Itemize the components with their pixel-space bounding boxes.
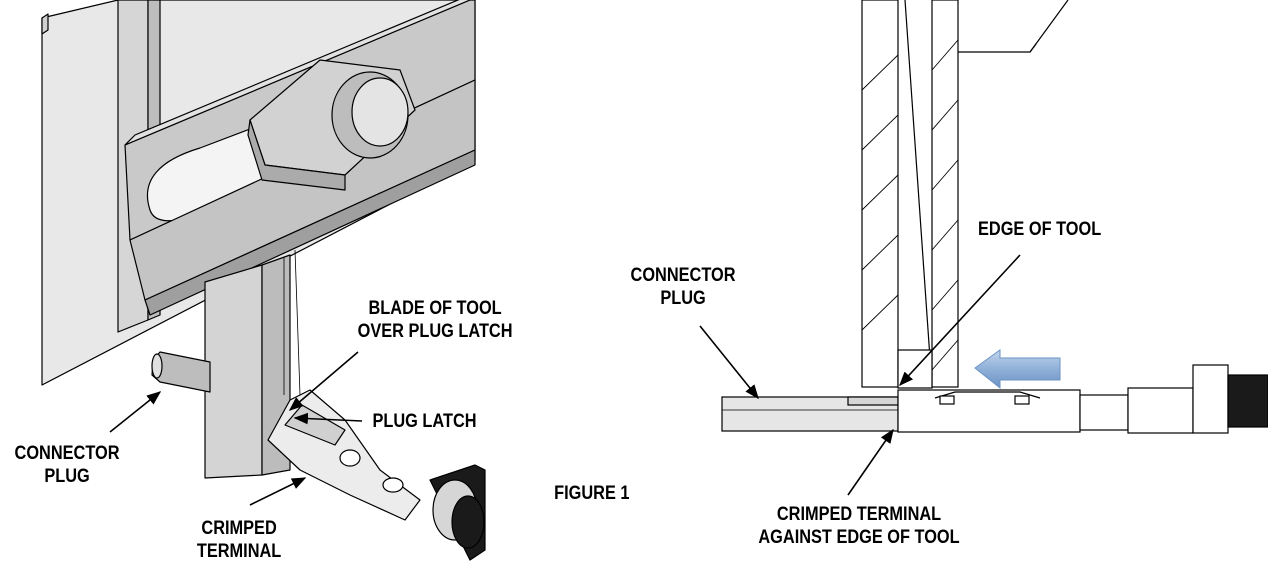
hex-nut-side [247,119,346,191]
label-crimped-terminal-left-line2: TERMINAL [196,541,282,562]
label-edge-of-tool-text: EDGE OF TOOL [978,219,1102,240]
leader-connector-plug-left [109,391,162,433]
left-leaders [109,351,363,506]
cable-right [1227,374,1268,428]
tool-body-top-edge [41,13,49,35]
label-plug-latch: PLUG LATCH [372,410,476,433]
leader-blade [288,351,359,411]
label-blade-line2: OVER PLUG LATCH [357,321,513,342]
label-connector-plug-left-line1: CONNECTOR [14,443,120,464]
label-connector-plug-left: CONNECTOR PLUG [15,442,120,488]
label-connector-plug-right-line2: PLUG [660,288,706,309]
leader-crimped-terminal-left [249,477,307,506]
label-connector-plug-right: CONNECTOR PLUG [631,264,736,310]
slot-block-top [124,0,471,146]
tool-wall-left [861,0,899,388]
label-crimped-terminal-right-line2: AGAINST EDGE OF TOOL [758,527,960,548]
label-edge-of-tool: EDGE OF TOOL [978,218,1101,241]
nut-boss-face [351,77,409,147]
right-view-drawing [721,0,1268,434]
tool-ledge-face [144,149,476,316]
label-connector-plug-right-line1: CONNECTOR [630,265,736,286]
right-leaders [699,254,1021,496]
leader-plug-latch [293,412,363,425]
left-view-drawing [41,0,486,561]
label-crimped-terminal-left-line1: CRIMPED [201,518,277,539]
figure-caption-text: FIGURE 1 [554,483,630,504]
leader-edge-of-tool [899,254,1021,387]
label-connector-plug-left-line2: PLUG [44,466,90,487]
leader-connector-plug-right [699,325,759,400]
crimped-terminal-body [897,389,1081,433]
tool-post [204,264,263,479]
label-plug-latch-text: PLUG LATCH [372,411,477,432]
tool-wall-right [931,0,959,388]
leader-crimped-terminal-right [847,428,894,496]
figure-caption: FIGURE 1 [554,482,629,505]
section-hatching [861,39,959,371]
label-blade-of-tool: BLADE OF TOOL OVER PLUG LATCH [358,297,513,343]
label-crimped-terminal-right: CRIMPED TERMINAL AGAINST EDGE OF TOOL [758,503,959,549]
label-blade-line1: BLADE OF TOOL [368,298,502,319]
connector-plug-pin [151,351,211,393]
label-crimped-terminal-right-line1: CRIMPED TERMINAL [776,504,942,525]
direction-arrow [974,349,1061,390]
label-crimped-terminal-left: CRIMPED TERMINAL [197,517,281,563]
